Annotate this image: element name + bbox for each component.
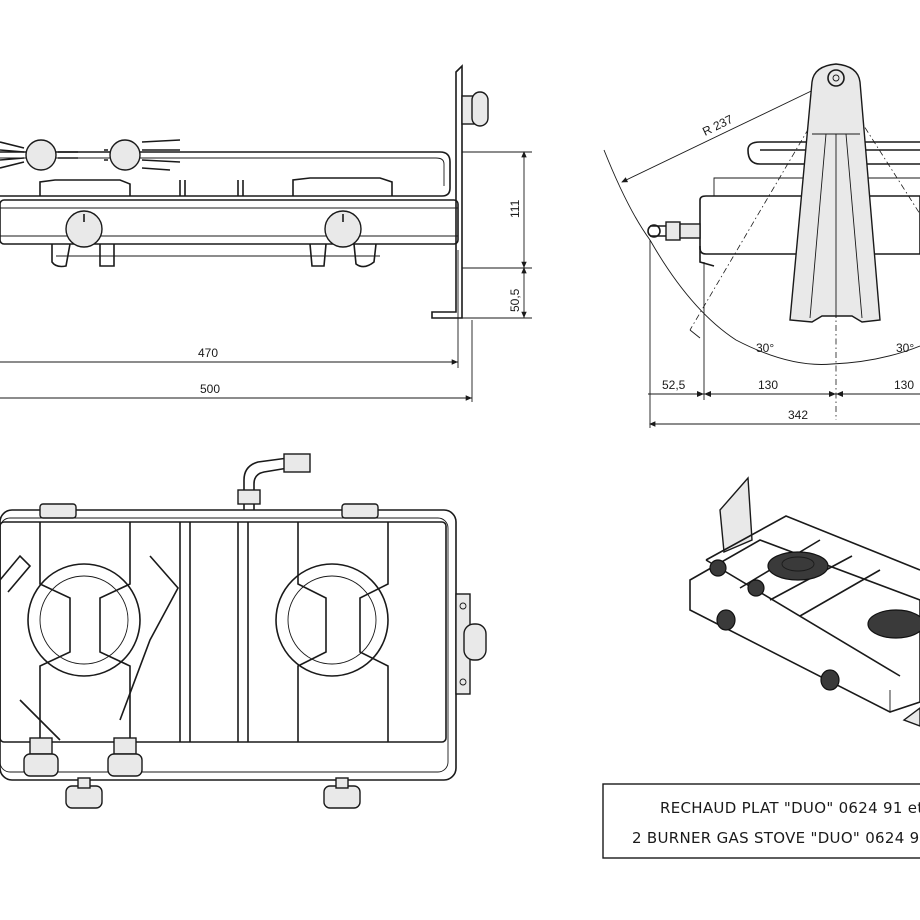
dim-50-5: 50,5 <box>508 288 522 312</box>
front-view: 111 50,5 470 500 <box>0 64 532 402</box>
side-view: R 237 30° 30° <box>603 63 920 428</box>
foot-right <box>323 777 361 809</box>
mounting-bracket-top <box>455 593 487 695</box>
foot-left <box>65 777 103 809</box>
control-knob-right <box>324 210 362 248</box>
dim-angle-right: 30° <box>896 341 914 355</box>
knob-top-1 <box>23 737 59 777</box>
burner-left-top <box>27 563 141 677</box>
dim-130-right: 130 <box>894 378 914 392</box>
dim-111: 111 <box>508 199 522 218</box>
isometric-view <box>689 476 920 727</box>
gimbal-bracket <box>789 63 881 323</box>
pan-support-knob-left <box>0 139 78 171</box>
caption-box: RECHAUD PLAT "DUO" 0624 91 et 0624 92 2 … <box>602 783 920 859</box>
caption-line-1: RECHAUD PLAT "DUO" 0624 91 et 0624 92 <box>660 799 920 817</box>
dim-radius: R 237 <box>700 112 735 139</box>
dim-470: 470 <box>198 346 218 360</box>
gas-inlet-top <box>237 453 311 510</box>
knob-top-2 <box>107 737 143 777</box>
gas-inlet-side <box>647 221 701 241</box>
pan-support-knob-right <box>104 139 181 171</box>
top-view <box>0 453 487 809</box>
dim-500: 500 <box>200 382 220 396</box>
dim-130-left: 130 <box>758 378 778 392</box>
dim-52-5: 52,5 <box>662 378 686 392</box>
caption-line-2: 2 BURNER GAS STOVE "DUO" 0624 91 and 062… <box>632 829 920 847</box>
dim-342: 342 <box>788 408 808 422</box>
mounting-bracket-front <box>431 64 489 319</box>
iso-burner-right <box>867 609 920 639</box>
iso-burner-left <box>767 551 829 581</box>
burner-right-top <box>275 563 389 677</box>
control-knob-left <box>65 210 103 248</box>
dim-angle-left: 30° <box>756 341 774 355</box>
